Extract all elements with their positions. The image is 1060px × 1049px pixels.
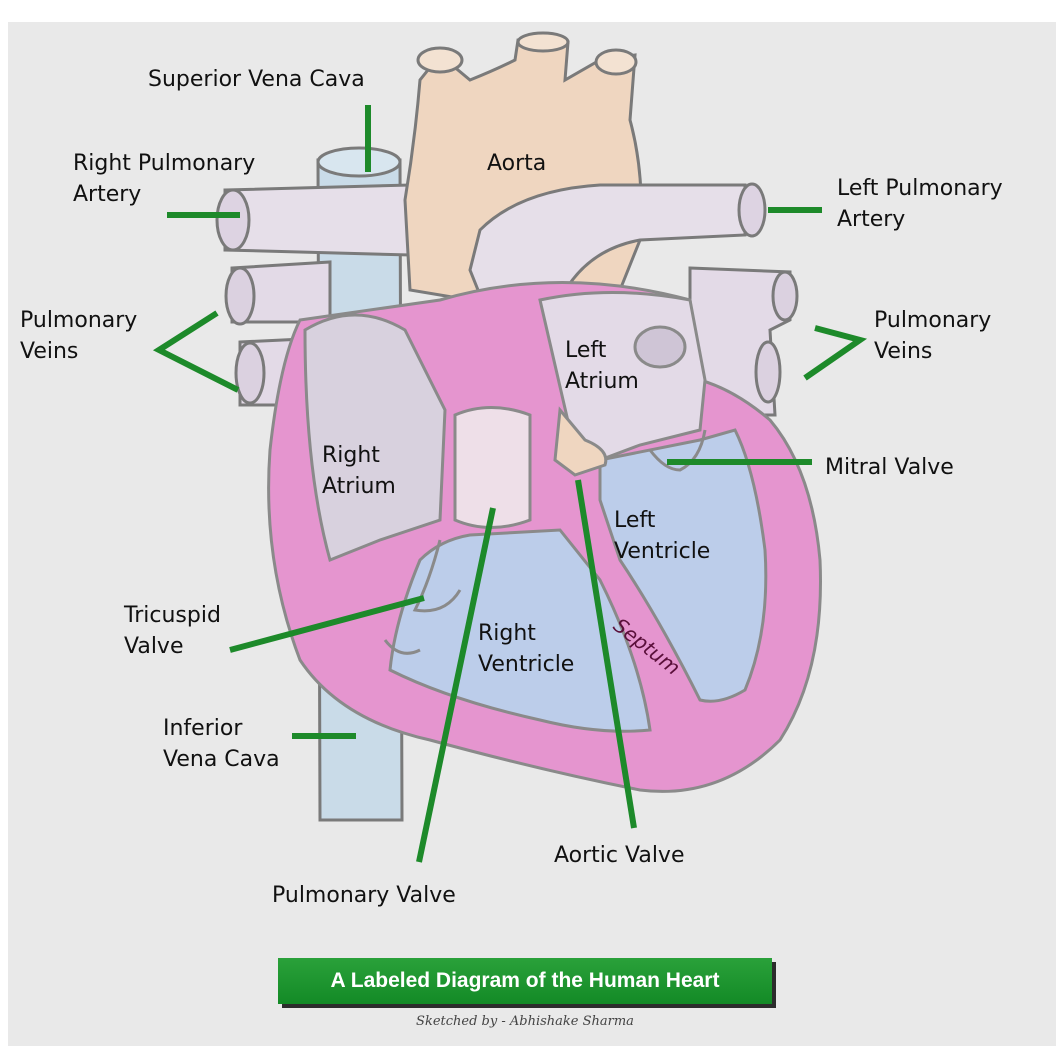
label-inferior-vena-cava: Inferior Vena Cava (163, 713, 280, 775)
label-right-atrium: Right Atrium (322, 440, 396, 502)
label-aortic-valve: Aortic Valve (554, 840, 685, 871)
label-tricuspid-valve: Tricuspid Valve (124, 600, 221, 662)
right-pulmonary-vein-lower-opening (236, 343, 264, 403)
credit-text: Sketched by - Abhishake Sharma (0, 1014, 1050, 1029)
label-right-ventricle: Right Ventricle (478, 618, 574, 680)
left-pulmonary-vein-lower-opening (756, 342, 780, 402)
superior-vena-cava-opening (318, 148, 400, 176)
aorta-branch-3 (596, 50, 636, 74)
label-pulmonary-veins-right: Pulmonary Veins (874, 305, 991, 367)
label-left-ventricle: Left Ventricle (614, 505, 710, 567)
label-left-pulmonary-artery: Left Pulmonary Artery (837, 173, 1003, 235)
leader-pulmonary-veins-left (159, 313, 238, 390)
leader-pulmonary-veins-right (805, 328, 860, 378)
left-atrium-vein-opening (635, 327, 685, 367)
right-pulmonary-vein-upper-opening (226, 268, 254, 324)
aorta-branch-1 (418, 48, 462, 72)
left-pulmonary-vein-upper-opening (773, 272, 797, 320)
aorta-branch-2 (518, 33, 568, 51)
label-left-atrium: Left Atrium (565, 335, 639, 397)
left-pulmonary-artery-opening (739, 184, 765, 236)
title-banner: A Labeled Diagram of the Human Heart (278, 958, 772, 1004)
label-right-pulmonary-artery: Right Pulmonary Artery (73, 148, 255, 210)
label-pulmonary-veins-left: Pulmonary Veins (20, 305, 137, 367)
label-aorta: Aorta (487, 148, 546, 179)
label-pulmonary-valve: Pulmonary Valve (272, 880, 456, 911)
label-superior-vena-cava: Superior Vena Cava (148, 64, 365, 95)
label-mitral-valve: Mitral Valve (825, 452, 954, 483)
